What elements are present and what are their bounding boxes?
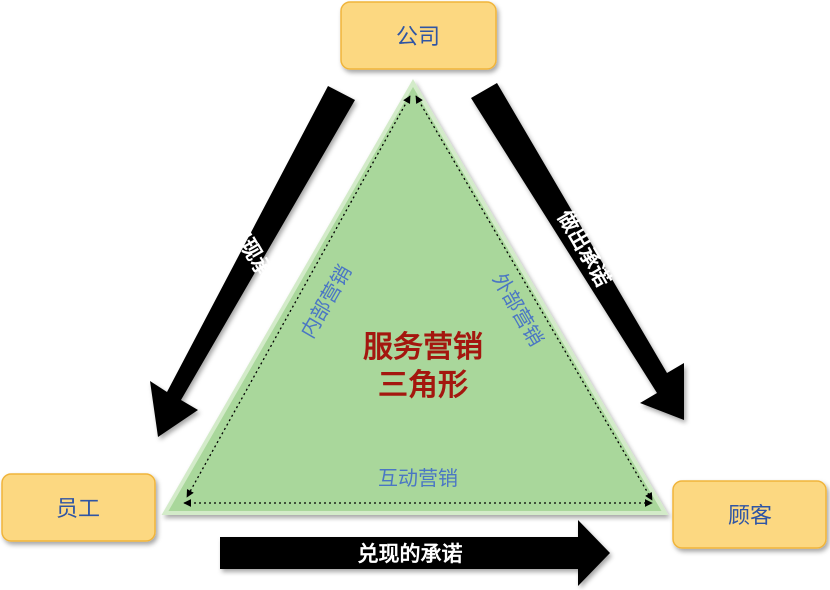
company-node: [340, 1, 497, 70]
bottom-side-label: 互动营销: [378, 466, 458, 490]
make-promise-arrow-shape: [471, 83, 684, 420]
fulfill-promise-arrow: [220, 520, 610, 586]
employee-node: [1, 473, 156, 542]
make-promise-label: 做出承诺: [552, 205, 615, 291]
make-promise-arrow: [471, 83, 684, 420]
fulfill-promise-arrow-shape: [220, 520, 610, 586]
customer-node-box: [672, 480, 827, 549]
fulfill-promise-label: 兑现的承诺: [358, 542, 463, 566]
dotted-left-edge: [186, 95, 411, 498]
company-node-box: [340, 1, 497, 70]
company-node-label: 公司: [396, 25, 440, 50]
customer-node: [672, 480, 827, 549]
realize-promise-arrow-shape: [150, 86, 355, 437]
center-title-line1: 服务营销: [363, 330, 483, 365]
customer-node-label: 顾客: [728, 504, 772, 529]
realize-promise-arrow: [150, 86, 355, 437]
employee-node-label: 员工: [56, 497, 100, 522]
center-title-line2: 三角形: [378, 368, 468, 403]
employee-node-box: [1, 473, 156, 542]
